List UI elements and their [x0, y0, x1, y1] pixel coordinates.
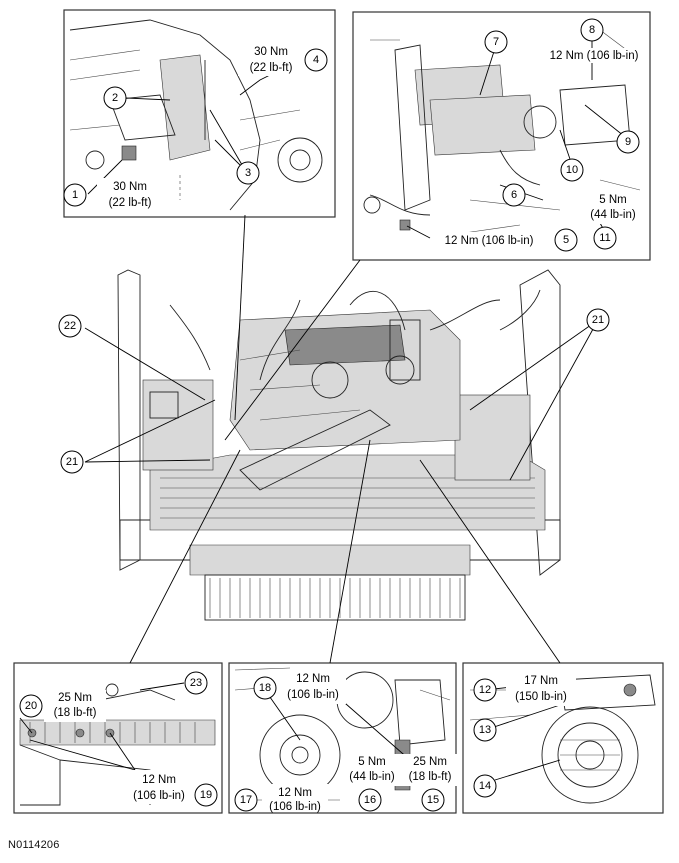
callout-7: 7: [484, 30, 508, 54]
callout-11: 11: [593, 226, 617, 250]
svg-text:18: 18: [259, 682, 271, 694]
torque-4-imperial: (22 lb-ft): [250, 62, 293, 74]
torque-19-nm: 12 Nm: [142, 774, 176, 786]
svg-text:12: 12: [479, 684, 491, 696]
callout-12: 12: [473, 678, 497, 702]
svg-text:15: 15: [427, 794, 439, 806]
detail-panel-top-right: [352, 11, 651, 261]
svg-text:14: 14: [479, 780, 491, 792]
callout-4: 4: [304, 48, 328, 72]
torque-5: 12 Nm (106 lb-in): [445, 235, 534, 247]
callout-14: 14: [473, 774, 497, 798]
svg-text:6: 6: [511, 189, 517, 201]
callout-2: 2: [103, 86, 127, 110]
torque-12-imperial: (150 lb-in): [515, 691, 567, 703]
svg-text:10: 10: [566, 164, 578, 176]
torque-1-nm: 30 Nm: [113, 181, 147, 193]
torque-labels: 30 Nm (22 lb-ft) 30 Nm (22 lb-ft) 12 Nm …: [44, 42, 648, 813]
torque-11-imperial: (44 lb-in): [590, 209, 636, 221]
detail-panel-bottom-right: [462, 662, 664, 814]
callout-18: 18: [253, 676, 277, 700]
torque-16-imperial: (44 lb-in): [349, 771, 395, 783]
torque-8: 12 Nm (106 lb-in): [550, 50, 639, 62]
svg-text:17: 17: [240, 794, 252, 806]
svg-text:21: 21: [592, 314, 604, 326]
radiator-core: [204, 574, 466, 621]
callout-23: 23: [184, 671, 208, 695]
callout-20: 20: [19, 694, 43, 718]
svg-text:19: 19: [200, 789, 212, 801]
callout-16: 16: [358, 788, 382, 812]
torque-20-nm: 25 Nm: [58, 692, 92, 704]
torque-4-nm: 30 Nm: [254, 46, 288, 58]
callout-13: 13: [473, 718, 497, 742]
leader-lines: [19, 40, 625, 781]
torque-1-imperial: (22 lb-ft): [109, 197, 152, 209]
torque-18-imperial: (106 lb-in): [287, 689, 339, 701]
svg-text:23: 23: [190, 677, 202, 689]
svg-text:4: 4: [313, 54, 319, 66]
callout-19: 19: [194, 783, 218, 807]
svg-text:1: 1: [72, 189, 78, 201]
torque-19-imperial: (106 lb-in): [133, 790, 185, 802]
callout-3: 3: [236, 161, 260, 185]
torque-18-nm: 12 Nm: [296, 673, 330, 685]
callout-1: 1: [63, 183, 87, 207]
callout-8: 8: [580, 18, 604, 42]
torque-20-imperial: (18 lb-ft): [54, 707, 97, 719]
svg-text:5: 5: [563, 234, 569, 246]
callout-21-left: 21: [60, 450, 84, 474]
torque-11-nm: 5 Nm: [599, 194, 626, 206]
svg-text:3: 3: [245, 167, 251, 179]
callout-21-right: 21: [586, 308, 610, 332]
svg-text:2: 2: [112, 92, 118, 104]
callout-17: 17: [234, 788, 258, 812]
callout-15: 15: [421, 788, 445, 812]
torque-16-nm: 5 Nm: [358, 756, 385, 768]
svg-text:11: 11: [599, 232, 610, 244]
callouts: 1 2 3 4 5 6 7 8 9 10 11 12 13 14 15 16 1…: [19, 18, 640, 812]
torque-12-nm: 17 Nm: [524, 675, 558, 687]
callout-6: 6: [502, 183, 526, 207]
torque-15-imperial: (18 lb-ft): [409, 771, 452, 783]
svg-text:16: 16: [364, 794, 376, 806]
torque-17-imperial: (106 lb-in): [269, 801, 321, 813]
callout-10: 10: [560, 158, 584, 182]
svg-text:8: 8: [589, 24, 595, 36]
svg-text:21: 21: [66, 456, 78, 468]
torque-17-nm: 12 Nm: [278, 787, 312, 799]
svg-text:9: 9: [625, 136, 631, 148]
callout-9: 9: [616, 130, 640, 154]
svg-text:22: 22: [64, 320, 76, 332]
svg-text:20: 20: [25, 700, 37, 712]
callout-22: 22: [58, 314, 82, 338]
callout-5: 5: [554, 228, 578, 252]
torque-15-nm: 25 Nm: [413, 756, 447, 768]
figure-id: N0114206: [8, 839, 60, 851]
svg-text:7: 7: [493, 36, 499, 48]
svg-text:13: 13: [479, 724, 491, 736]
